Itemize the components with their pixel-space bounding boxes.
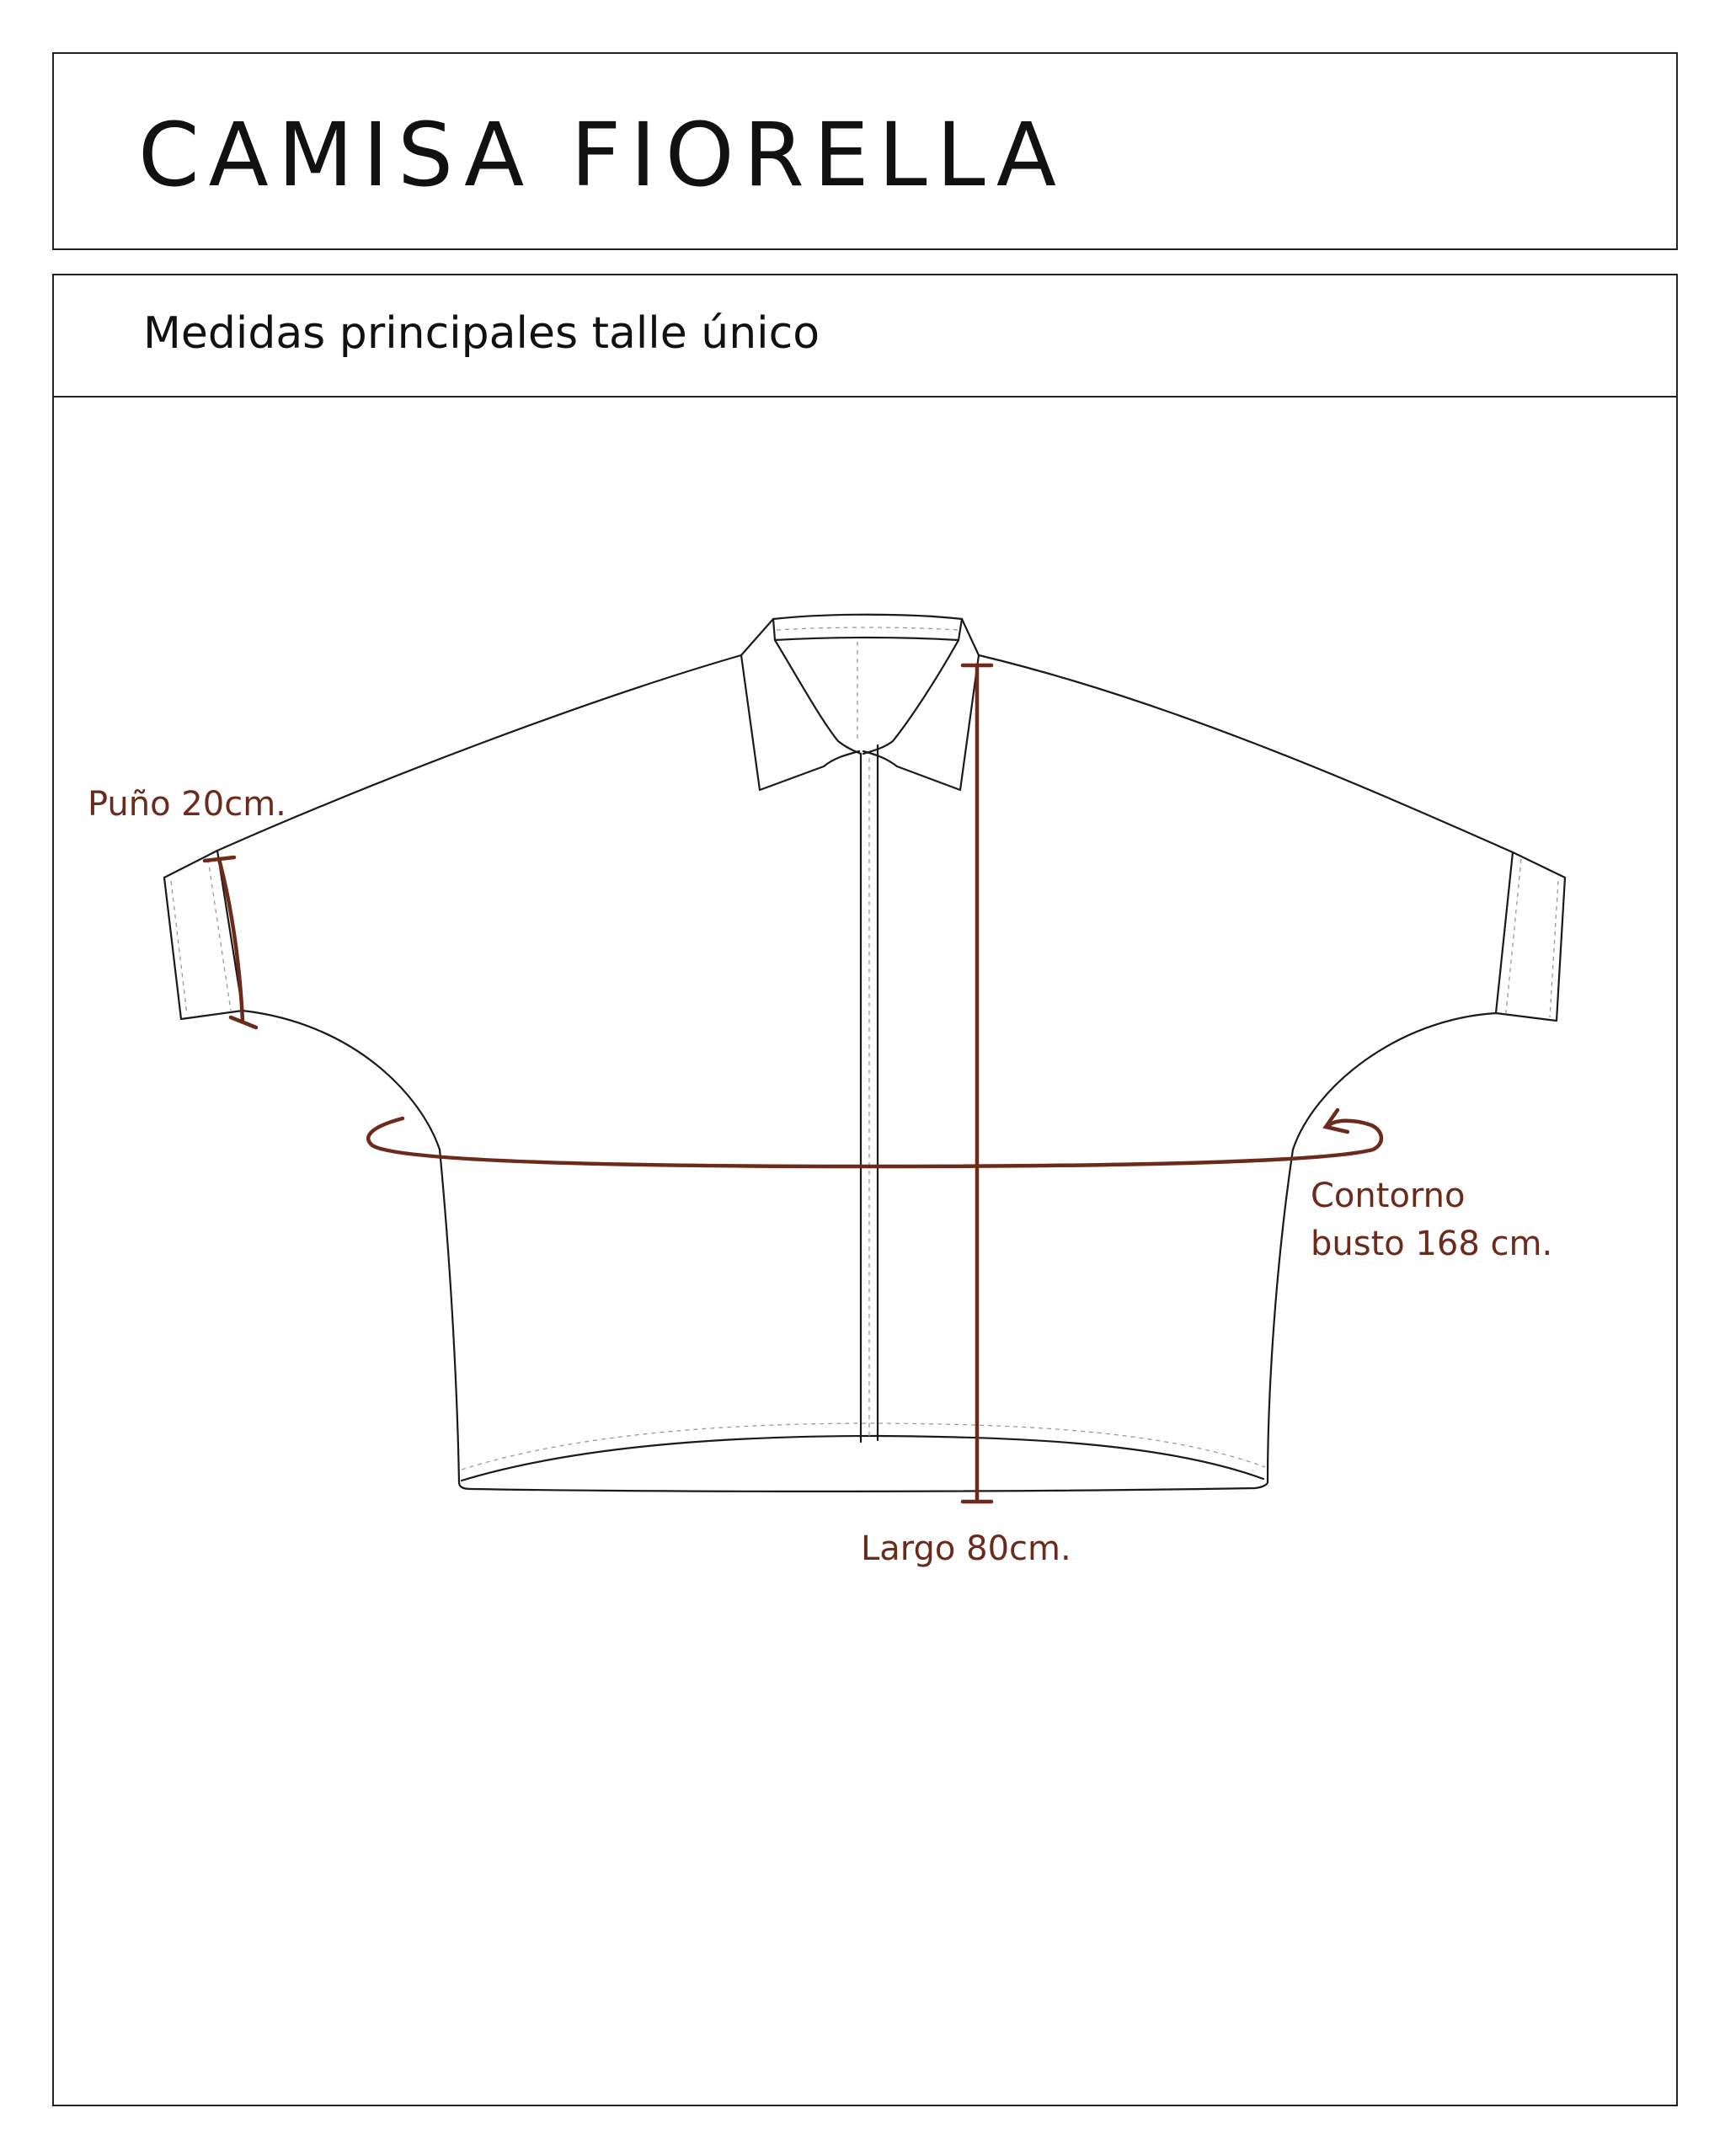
length-label: Largo 80cm. bbox=[861, 1529, 1071, 1568]
cuff-label: Puño 20cm. bbox=[88, 785, 286, 824]
subtitle: Medidas principales talle único bbox=[143, 308, 820, 359]
bust-label-line2: busto 168 cm. bbox=[1311, 1225, 1552, 1263]
left-collar bbox=[740, 654, 861, 792]
title-frame: CAMISA FIORELLA bbox=[52, 52, 1678, 250]
page-title: CAMISA FIORELLA bbox=[138, 104, 1066, 206]
left-shoulder-line bbox=[216, 654, 743, 852]
collar-band bbox=[740, 613, 980, 657]
collar-inner-right bbox=[862, 638, 960, 755]
collar-inner-left bbox=[773, 638, 862, 755]
collar-band-stitch bbox=[776, 627, 959, 631]
cuff-measure-bottom-tick bbox=[228, 1015, 259, 1030]
measurement-lines bbox=[202, 663, 1384, 1504]
main-frame: Medidas principales talle único bbox=[52, 274, 1678, 2106]
measurement-labels: Puño 20cm. Contorno busto 168 cm. Largo … bbox=[88, 785, 1552, 1568]
left-cuff bbox=[163, 849, 244, 1021]
stitch-lines bbox=[170, 627, 1559, 1470]
collar-band-inner bbox=[772, 617, 964, 642]
left-cuff-stitch bbox=[207, 858, 232, 1011]
left-side-seam bbox=[438, 1148, 461, 1484]
subtitle-bar: Medidas principales talle único bbox=[54, 275, 1676, 398]
right-cuff-seam bbox=[1494, 851, 1514, 1015]
left-cuff-stitch-2 bbox=[170, 880, 188, 1016]
right-side-seam bbox=[1266, 1148, 1295, 1484]
hem-inner bbox=[460, 1434, 1265, 1482]
hem-outer bbox=[457, 1481, 1269, 1492]
shirt-outline bbox=[163, 613, 1567, 1492]
cuff-measure-top-tick bbox=[202, 855, 237, 863]
right-cuff bbox=[1494, 851, 1567, 1022]
bust-measure-arrowhead bbox=[1322, 1107, 1350, 1134]
hem-stitch bbox=[461, 1422, 1266, 1470]
bust-measure-line bbox=[366, 1116, 1384, 1169]
left-underarm bbox=[241, 1009, 441, 1151]
right-collar bbox=[862, 654, 980, 792]
bust-label-line1: Contorno bbox=[1311, 1177, 1465, 1215]
cuff-measure-line bbox=[216, 857, 245, 1023]
right-underarm bbox=[1291, 1011, 1498, 1151]
right-cuff-stitch-2 bbox=[1549, 880, 1559, 1018]
right-shoulder-line bbox=[977, 654, 1514, 854]
right-cuff-stitch bbox=[1505, 858, 1522, 1014]
